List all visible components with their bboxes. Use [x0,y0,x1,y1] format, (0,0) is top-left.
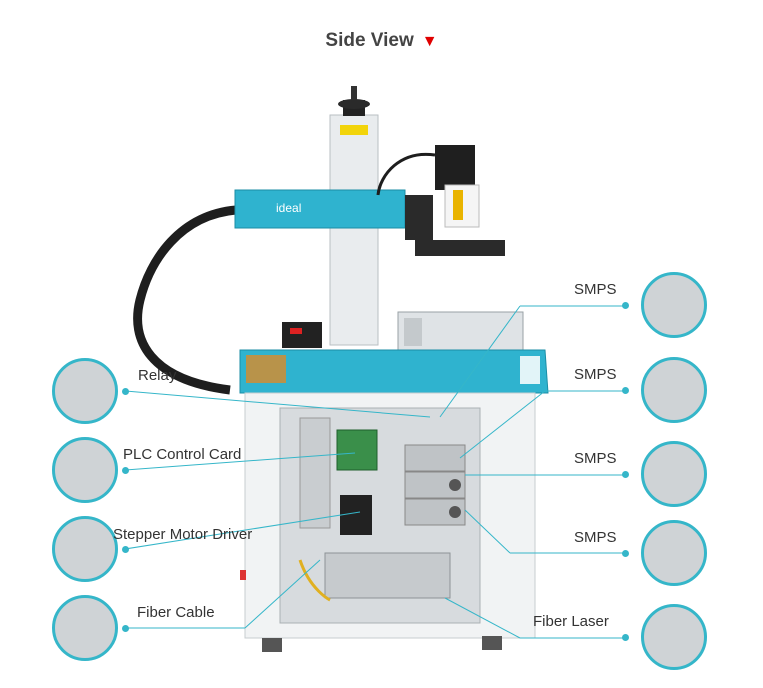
label-stepper-motor-driver: Stepper Motor Driver [113,526,253,543]
right-leader-lines [439,305,625,639]
label-fiber-laser: Fiber Laser [533,613,609,630]
label-relay: Relay [138,367,177,384]
label-smps-4: SMPS [574,529,617,546]
fiber-cable-drawing [133,205,237,395]
field-lens [415,240,505,256]
fiber-laser-drawing [324,552,451,599]
fiber-cable-dot [122,625,129,632]
plc-card-drawing [336,429,378,471]
table-top [239,349,549,394]
smps-thumbnail-3 [641,441,707,507]
relay-thumbnail [52,358,118,424]
smps-dot-1 [622,302,629,309]
stepper-dot [122,546,129,553]
plc-dot [122,467,129,474]
fiber-laser-dot [622,634,629,641]
stepper-driver-drawing [340,495,372,535]
smps-drawing-1 [404,444,466,472]
page-title: Side View ▼ [0,30,763,52]
label-smps-1: SMPS [574,281,617,298]
smps-drawing-3 [404,498,466,526]
smps-thumbnail-4 [641,520,707,586]
relay-dot [122,388,129,395]
stepper-driver-thumbnail [52,516,118,582]
laser-arm [234,189,406,229]
logo-text: ideal [276,201,301,215]
label-smps-3: SMPS [574,450,617,467]
smps-thumbnail-2 [641,357,707,423]
fiber-laser-thumbnail [641,604,707,670]
smps-dot-2 [622,387,629,394]
column [329,114,379,346]
smps-thumbnail-1 [641,272,707,338]
label-plc-control-card: PLC Control Card [123,446,242,463]
smps-dot-4 [622,550,629,557]
title-text: Side View [325,30,414,51]
left-leader-lines [124,390,431,629]
label-smps-2: SMPS [574,366,617,383]
label-fiber-cable: Fiber Cable [137,604,215,621]
controller [282,322,322,348]
plc-card-thumbnail [52,437,118,503]
smps-dot-3 [622,471,629,478]
down-arrow-icon: ▼ [421,33,438,50]
fiber-cable-thumbnail [52,595,118,661]
scanner-box [435,145,475,190]
